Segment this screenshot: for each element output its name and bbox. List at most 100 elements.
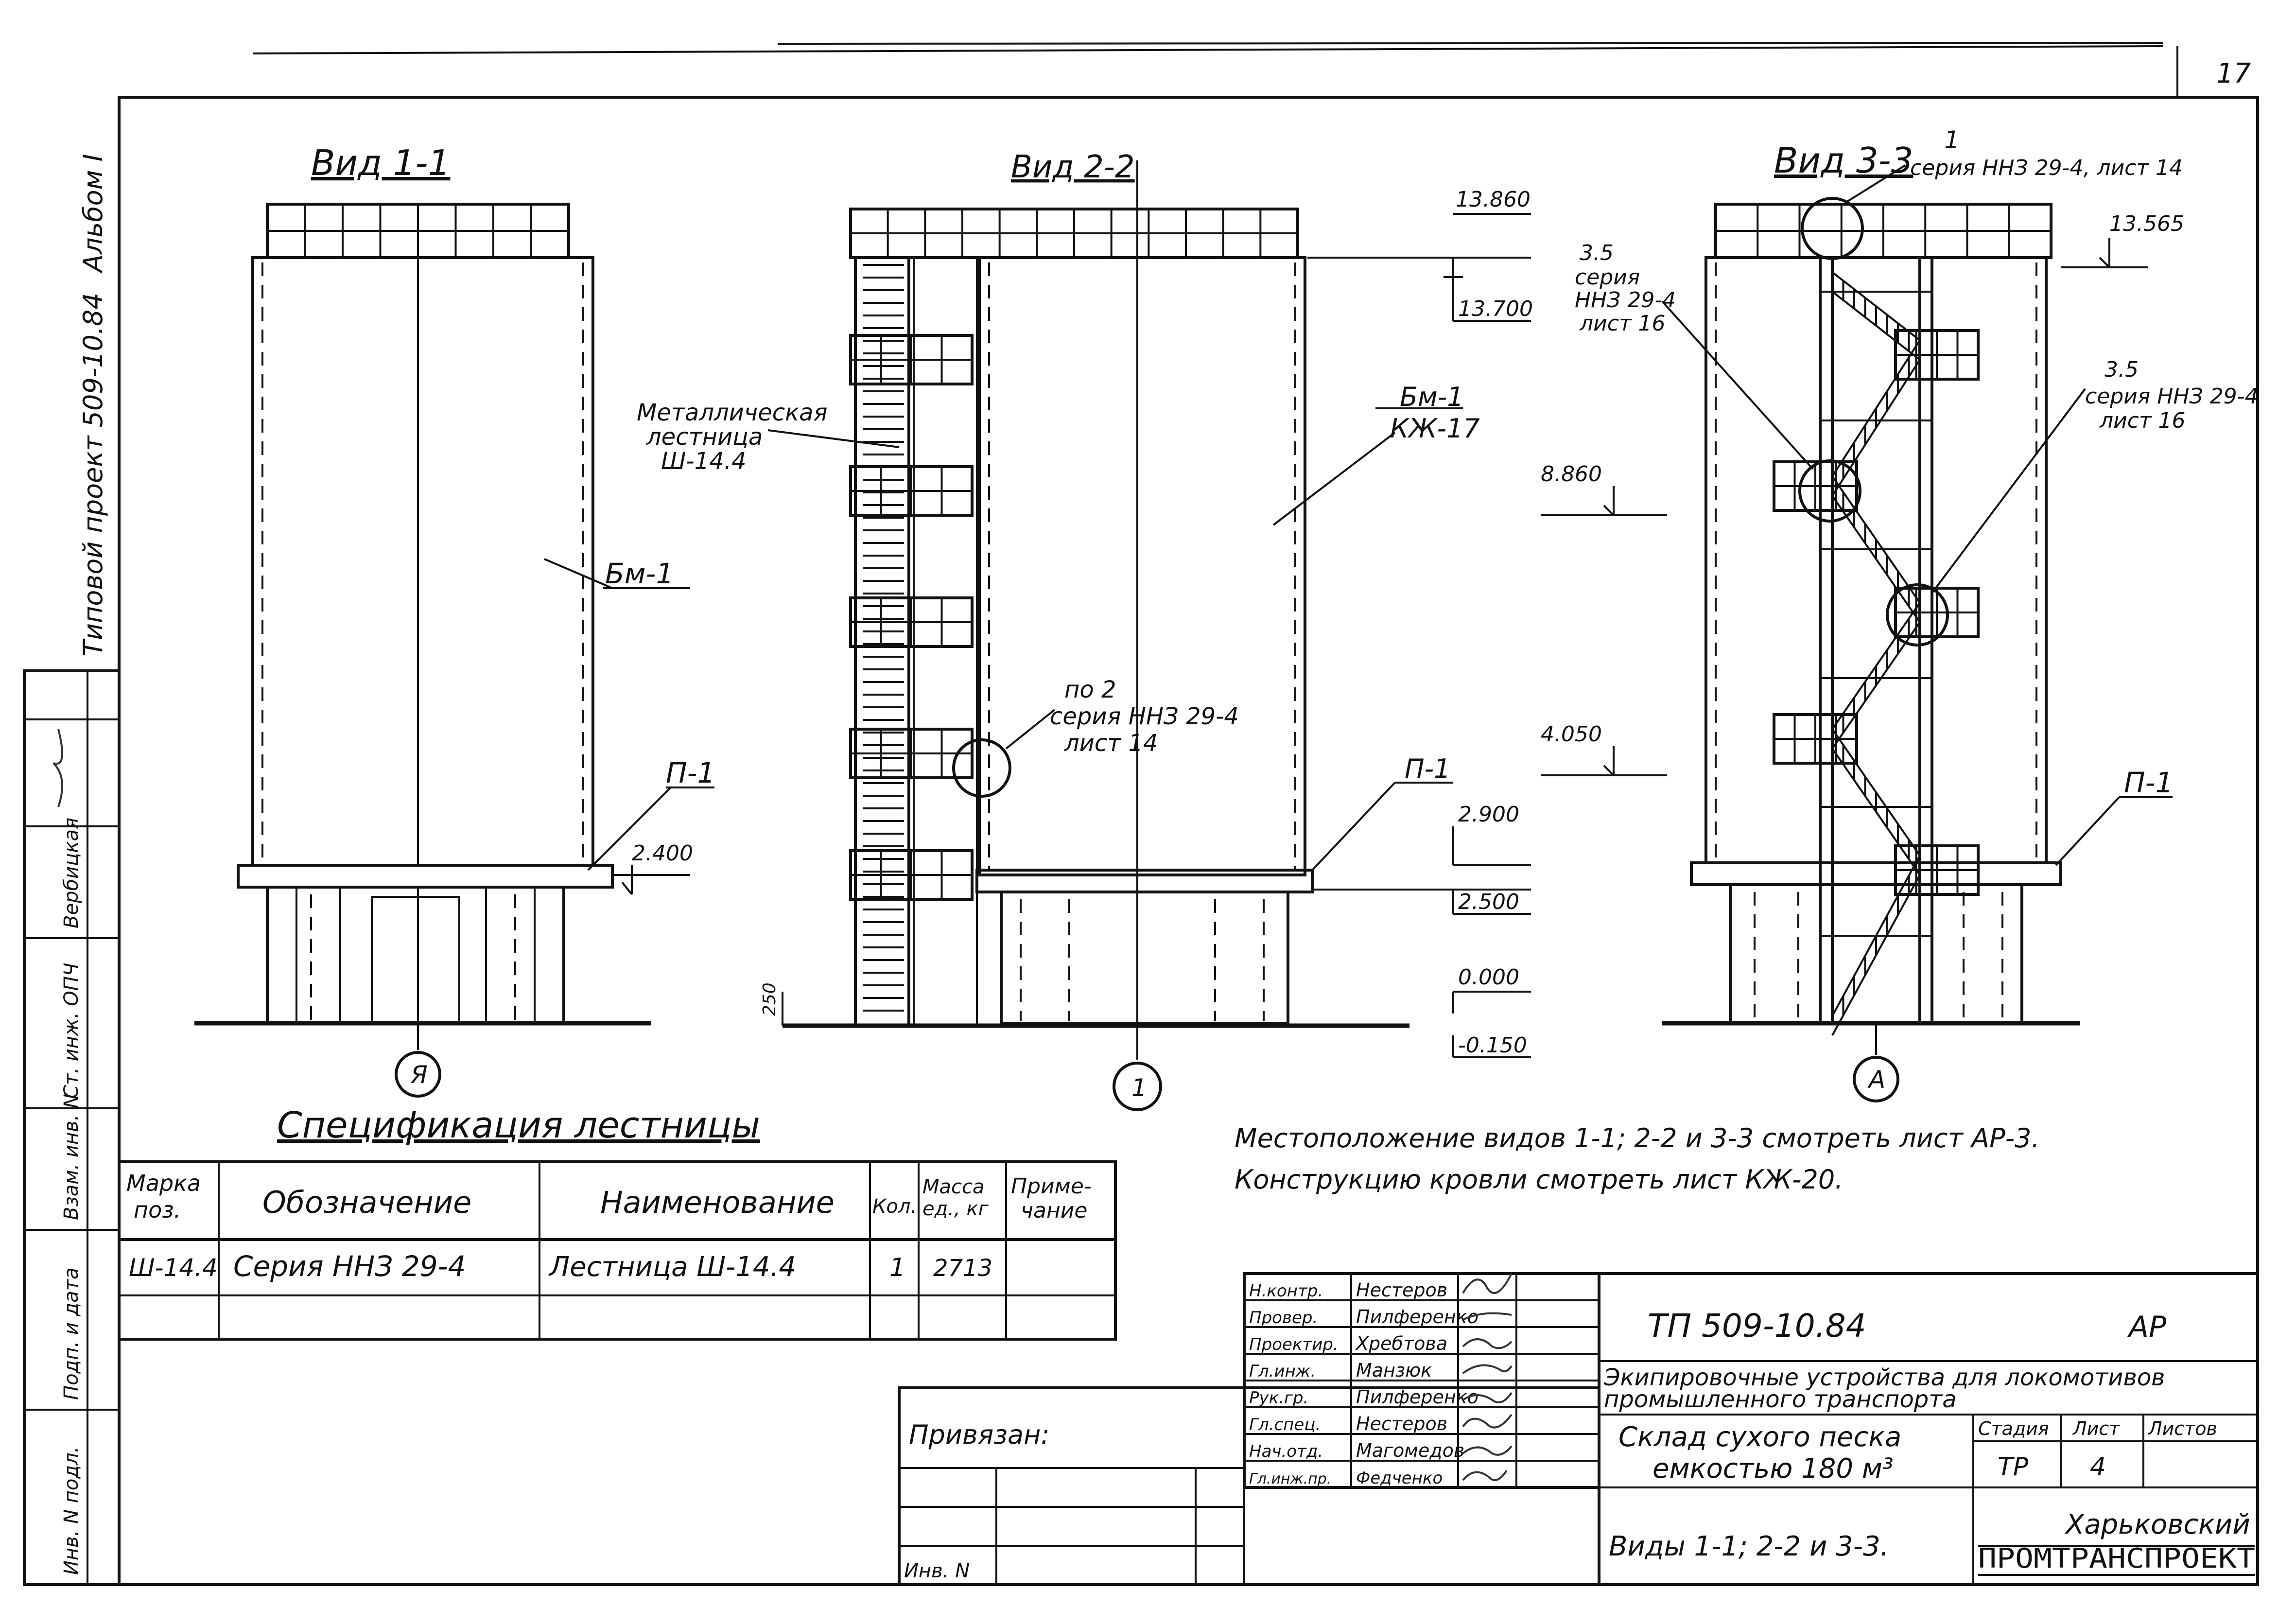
view-3-3-node2-callout-4: лист 16 (1579, 311, 1666, 336)
stamp-stage: ТР (1998, 1452, 2029, 1482)
project-label: Типовой проект 509-10.84 (78, 293, 108, 656)
side-field-engineer: Ст. инж. ОПЧ (60, 963, 83, 1099)
stamp-object-1: Склад сухого песка (1618, 1421, 1901, 1453)
stamp-sheet: 4 (2090, 1452, 2106, 1482)
name-6: Нестеров (1356, 1413, 1447, 1434)
role-7: Нач.отд. (1249, 1442, 1323, 1461)
spec-header-name: Наименование (600, 1185, 835, 1220)
name-1: Нестеров (1356, 1279, 1447, 1301)
side-field-sign: Подп. и дата (60, 1268, 83, 1400)
name-3: Хребтова (1355, 1333, 1447, 1354)
spec-header-mass-2: ед., кг (922, 1198, 989, 1220)
view-3-3-plate-callout: П-1 (2124, 766, 2173, 799)
spec-row-mass: 2713 (933, 1255, 992, 1282)
view-1-1-axis-marker: Я (410, 1061, 428, 1089)
role-2: Провер. (1249, 1308, 1318, 1328)
view-2-2-ladder-callout-2: лестница (646, 423, 763, 451)
signature-2 (1462, 1312, 1512, 1321)
signature-7 (1462, 1445, 1513, 1456)
view-3-3-node1-callout-2: серия ННЗ 29-4, лист 14 (1910, 156, 2183, 180)
spec-header-qty: Кол. (872, 1195, 917, 1218)
spec-header-pos-2: поз. (134, 1197, 181, 1223)
title-block: Привязан: Инв. N Н.контр. Нестеров Прове… (898, 1272, 2259, 1586)
view-2-2-level-plate-top: 2.900 (1458, 802, 1519, 827)
name-4: Манзюк (1356, 1360, 1432, 1381)
signature-6 (1462, 1414, 1513, 1429)
stamp-mark: АР (2127, 1310, 2167, 1344)
name-8: Федченко (1356, 1468, 1443, 1488)
view-2-2-axis-marker: 1 (1131, 1074, 1147, 1102)
side-signature (52, 729, 63, 807)
bound-label: Привязан: (909, 1419, 1050, 1450)
spec-row-qty: 1 (889, 1253, 905, 1282)
view-1-1-level-plate: 2.400 (632, 841, 693, 866)
side-field-checker: Вербицкая (60, 818, 83, 928)
signature-1 (1462, 1273, 1513, 1294)
role-1: Н.контр. (1249, 1281, 1323, 1301)
side-strip: Альбом I Типовой проект 509-10.84 Инв. N… (23, 154, 121, 1586)
note-line-2: Конструкцию кровли смотреть лист КЖ-20. (1235, 1164, 1843, 1195)
stamp-subject-2: промышленного транспорта (1604, 1386, 1957, 1413)
sheet-frame: 17 (118, 42, 2259, 1586)
view-3-3-level-mid: 8.860 (1541, 462, 1602, 487)
view-2-2-level-plate-bottom: 2.500 (1458, 890, 1519, 914)
view-2-2: Вид 2-2 Металлическая лестница Ш-14.4 Бм… (637, 149, 1533, 1111)
spec-header-pos-1: Марка (126, 1170, 201, 1196)
album-label: Альбом I (78, 154, 108, 274)
view-2-2-title: Вид 2-2 (1011, 149, 1135, 185)
view-2-2-node-callout-2: серия ННЗ 29-4 (1050, 703, 1239, 730)
name-5: Пилференко (1356, 1386, 1478, 1408)
ladder-specification: Спецификация лестницы Марка поз. Обознач… (118, 1104, 1117, 1341)
view-3-3-landings (1773, 329, 1980, 896)
view-3-3-node3-callout-1: 3.5 (2105, 357, 2139, 382)
stamp-subject-1: Экипировочные устройства для локомотивов (1603, 1364, 2165, 1391)
role-6: Гл.спец. (1249, 1415, 1321, 1434)
spec-header-mass-1: Масса (922, 1176, 985, 1198)
signature-4 (1462, 1364, 1513, 1374)
view-2-2-level-upper: 13.700 (1458, 297, 1533, 321)
spec-row-designation: Серия ННЗ 29-4 (233, 1250, 466, 1283)
view-1-1-title: Вид 1-1 (311, 142, 450, 183)
view-2-2-level-top: 13.860 (1456, 187, 1531, 212)
view-2-2-shell-callout-1: Бм-1 (1400, 382, 1464, 412)
view-3-3-roof (1714, 203, 2052, 259)
note-line-1: Местоположение видов 1-1; 2-2 и 3-3 смот… (1235, 1123, 2040, 1154)
view-1-1-roof (266, 203, 570, 259)
view-2-2-ladder-callout-1: Металлическая (637, 399, 827, 426)
view-1-1: Вид 1-1 Бм-1 П-1 2.400 Я (194, 142, 715, 1098)
view-3-3-stair-flights (1820, 271, 1932, 1036)
stamp-org-2: ПРОМТРАНСПРОЕКТ (1978, 1543, 2255, 1574)
view-3-3-node2-callout-3: ННЗ 29-4 (1575, 288, 1676, 313)
sheet-number: 17 (2216, 58, 2251, 89)
view-2-2-shell-callout-2: КЖ-17 (1390, 413, 1480, 444)
spec-header-designation: Обозначение (262, 1185, 471, 1220)
spec-header-note-2: чание (1021, 1198, 1087, 1223)
side-field-replace: Взам. инв. N (60, 1094, 83, 1220)
view-2-2-landings (849, 334, 974, 901)
view-2-2-node-callout-3: лист 14 (1064, 730, 1158, 757)
stamp-code: ТП 509-10.84 (1648, 1307, 1866, 1345)
view-3-3-level-top: 13.565 (2109, 211, 2184, 236)
stamp-sheets-label: Листов (2147, 1418, 2217, 1439)
spec-header-note-1: Приме- (1011, 1174, 1092, 1199)
role-8: Гл.инж.пр. (1249, 1470, 1331, 1487)
view-3-3-node1-callout-1: 1 (1944, 126, 1960, 154)
role-3: Проектир. (1249, 1335, 1339, 1354)
view-2-2-node-callout-1: по 2 (1064, 676, 1116, 703)
role-5: Рук.гр. (1249, 1388, 1308, 1408)
spec-row-name: Лестница Ш-14.4 (548, 1251, 796, 1283)
view-3-3-node2-callout-2: серия (1575, 265, 1640, 290)
inv-label: Инв. N (904, 1560, 970, 1582)
signature-8 (1462, 1469, 1508, 1481)
signature-5 (1462, 1392, 1513, 1403)
view-3-3-node3-callout-3: лист 16 (2099, 408, 2186, 433)
name-7: Магомедов (1356, 1440, 1464, 1461)
view-1-1-plate-callout: П-1 (666, 756, 715, 789)
stamp-stage-label: Стадия (1978, 1418, 2049, 1439)
signature-3 (1462, 1338, 1513, 1349)
stamp-content: Виды 1-1; 2-2 и 3-3. (1609, 1531, 1889, 1562)
name-2: Пилференко (1356, 1306, 1478, 1328)
view-2-2-level-zero: 0.000 (1458, 965, 1519, 990)
view-3-3-node3-callout-2: серия ННЗ 29-4 (2085, 384, 2258, 409)
